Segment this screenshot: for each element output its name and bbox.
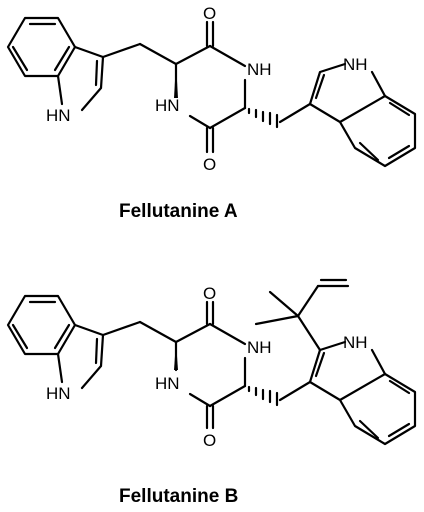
indole-left-b: HN	[6, 294, 105, 403]
atom-nh-left-a: HN	[46, 106, 71, 125]
atom-hn-left-dkp-a: HN	[155, 96, 180, 115]
indole-right-b: NH	[308, 333, 417, 446]
atom-o-bottom-b: O	[203, 431, 216, 450]
hashed-bond-b	[247, 385, 279, 407]
fellutanine-b-structure: HN O O NH HN	[6, 278, 417, 507]
atom-o-top-b: O	[203, 284, 216, 303]
dkp-ring-b: O O NH HN	[155, 284, 272, 450]
atom-nh-right-b: NH	[343, 333, 368, 352]
fellutanine-a-structure: HN O O NH HN	[6, 4, 417, 222]
indole-right-a: NH	[308, 55, 417, 168]
atom-nh-right-dkp-a: NH	[247, 60, 272, 79]
atom-o-bottom-a: O	[203, 155, 216, 174]
atom-o-top-a: O	[203, 4, 216, 23]
hashed-bond-a	[247, 107, 279, 129]
compound-name-b: Fellutanine B	[119, 486, 238, 507]
reverse-prenyl-group	[254, 278, 350, 352]
atom-nh-left-b: HN	[46, 384, 71, 403]
atom-nh-right-a: NH	[343, 55, 368, 74]
dkp-ring-a: O O NH HN	[155, 4, 272, 174]
atom-nh-right-dkp-b: NH	[247, 338, 272, 357]
indole-left-a: HN	[6, 16, 105, 125]
atom-hn-left-dkp-b: HN	[155, 374, 180, 393]
compound-name-a: Fellutanine A	[119, 201, 238, 222]
